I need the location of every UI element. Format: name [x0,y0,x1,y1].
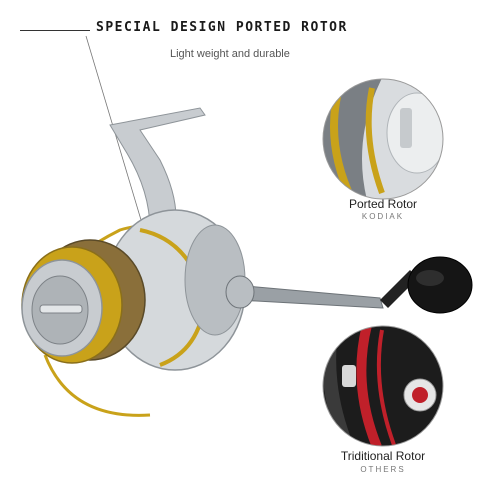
pointer-line [85,35,151,251]
handle-joint [225,275,255,309]
header-rule [20,30,90,31]
handle-knob [407,256,473,314]
page-title: SPECIAL DESIGN PORTED ROTOR [96,20,348,35]
traditional-rotor-title: Triditional Rotor [340,449,426,463]
ported-rotor-title: Ported Rotor [348,197,418,211]
page-subtitle: Light weight and durable [170,48,290,60]
drag-knob-grip [39,304,83,314]
ported-rotor-closeup [322,78,444,200]
handle-knob-highlight [416,270,444,286]
bail-arm-lower [43,354,151,417]
ported-rotor-brand: KODIAK [361,212,405,221]
handle-arm [234,284,384,309]
traditional-rotor-label: OTHERS [360,465,406,474]
traditional-rotor-closeup [322,325,444,447]
